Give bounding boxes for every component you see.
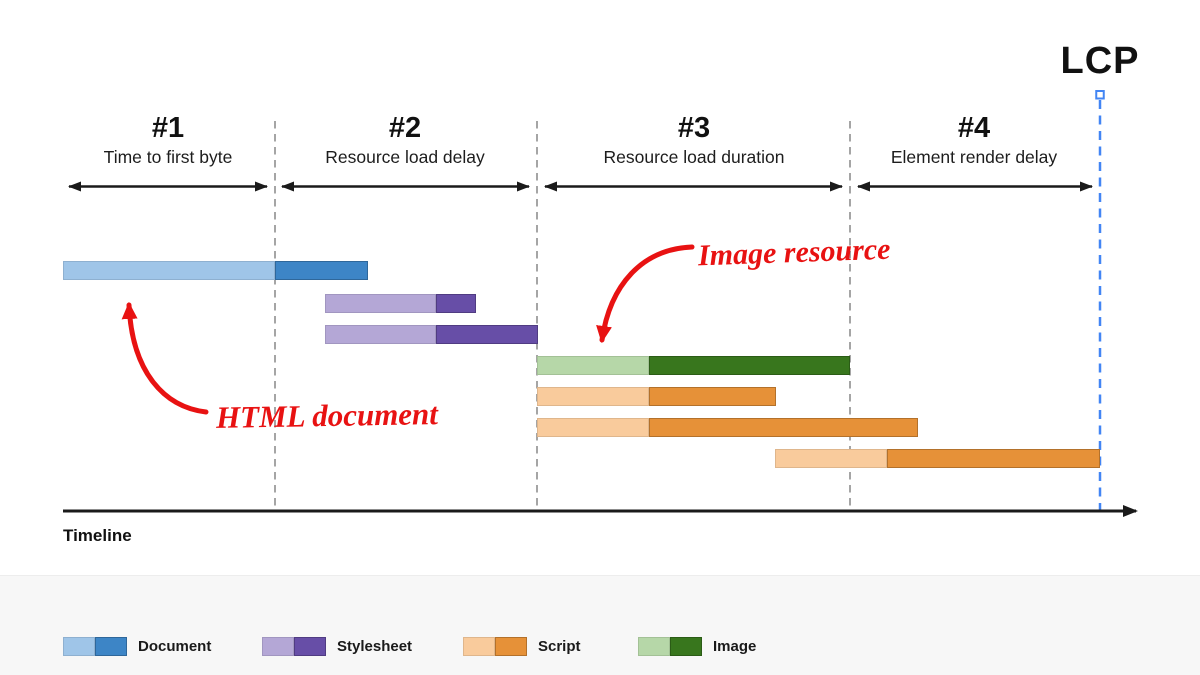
legend-label-image: Image <box>713 638 757 655</box>
script-dark-segment <box>887 449 1100 468</box>
legend-label-script: Script <box>538 638 581 655</box>
stylesheet-dark-swatch <box>294 637 326 656</box>
legend-swatch-stylesheet <box>262 637 326 656</box>
stylesheet-dark-segment <box>436 325 538 344</box>
script-dark-segment <box>649 387 776 406</box>
image-light-swatch <box>638 637 670 656</box>
document-dark-segment <box>275 261 368 280</box>
phase-3-header: #3 Resource load duration <box>604 112 785 167</box>
timeline-axis-label: Timeline <box>63 526 132 545</box>
image-dark-segment <box>649 356 850 375</box>
script-dark-swatch <box>495 637 527 656</box>
stylesheet-light-swatch <box>262 637 294 656</box>
bar-script <box>537 418 918 437</box>
document-dark-swatch <box>95 637 127 656</box>
legend-item-document: Document <box>63 637 211 656</box>
stylesheet-light-segment <box>325 294 436 313</box>
bar-script <box>775 449 1100 468</box>
phase-3-label: Resource load duration <box>603 147 785 167</box>
bar-stylesheet <box>325 294 476 313</box>
legend-label-document: Document <box>138 638 212 655</box>
lcp-label: LCP <box>1060 40 1140 82</box>
phase-4-header: #4 Element render delay <box>891 112 1057 167</box>
html-document-annotation: HTML document <box>215 396 439 435</box>
legend-item-stylesheet: Stylesheet <box>262 637 412 656</box>
legend-swatch-script <box>463 637 527 656</box>
bar-script <box>537 387 776 406</box>
phase-2-number: #2 <box>388 112 422 144</box>
lcp-marker-square <box>1095 90 1105 100</box>
script-light-segment <box>537 418 649 437</box>
phase-4-number: #4 <box>957 112 991 144</box>
image-resource-arrow <box>596 244 695 343</box>
legend-label-stylesheet: Stylesheet <box>337 638 413 655</box>
bar-image <box>537 356 850 375</box>
phase-1-label: Time to first byte <box>103 147 233 167</box>
legend-swatch-image <box>638 637 702 656</box>
phase-separator-lines <box>274 121 851 510</box>
phase-2-label: Resource load delay <box>325 147 485 167</box>
image-resource-annotation: Image resource <box>697 232 891 273</box>
phase-1-header: #1 Time to first byte <box>104 112 233 167</box>
script-light-swatch <box>463 637 495 656</box>
phase-2-header: #2 Resource load delay <box>325 112 485 167</box>
lcp-moment-line <box>1095 90 1105 511</box>
document-light-segment <box>63 261 275 280</box>
bar-stylesheet <box>325 325 538 344</box>
html-document-arrow <box>121 302 209 415</box>
script-light-segment <box>537 387 649 406</box>
image-dark-swatch <box>670 637 702 656</box>
legend-item-image: Image <box>638 637 756 656</box>
script-dark-segment <box>649 418 918 437</box>
legend-swatch-document <box>63 637 127 656</box>
phase-4-label: Element render delay <box>890 147 1058 167</box>
phase-1-number: #1 <box>151 112 185 144</box>
stylesheet-dark-segment <box>436 294 476 313</box>
script-light-segment <box>775 449 887 468</box>
phase-3-number: #3 <box>677 112 711 144</box>
bar-document <box>63 261 368 280</box>
legend-item-script: Script <box>463 637 581 656</box>
legend-panel: Document Stylesheet Script Image <box>0 575 1200 675</box>
image-light-segment <box>537 356 649 375</box>
annotation-arrows <box>121 244 695 415</box>
document-light-swatch <box>63 637 95 656</box>
stylesheet-light-segment <box>325 325 436 344</box>
